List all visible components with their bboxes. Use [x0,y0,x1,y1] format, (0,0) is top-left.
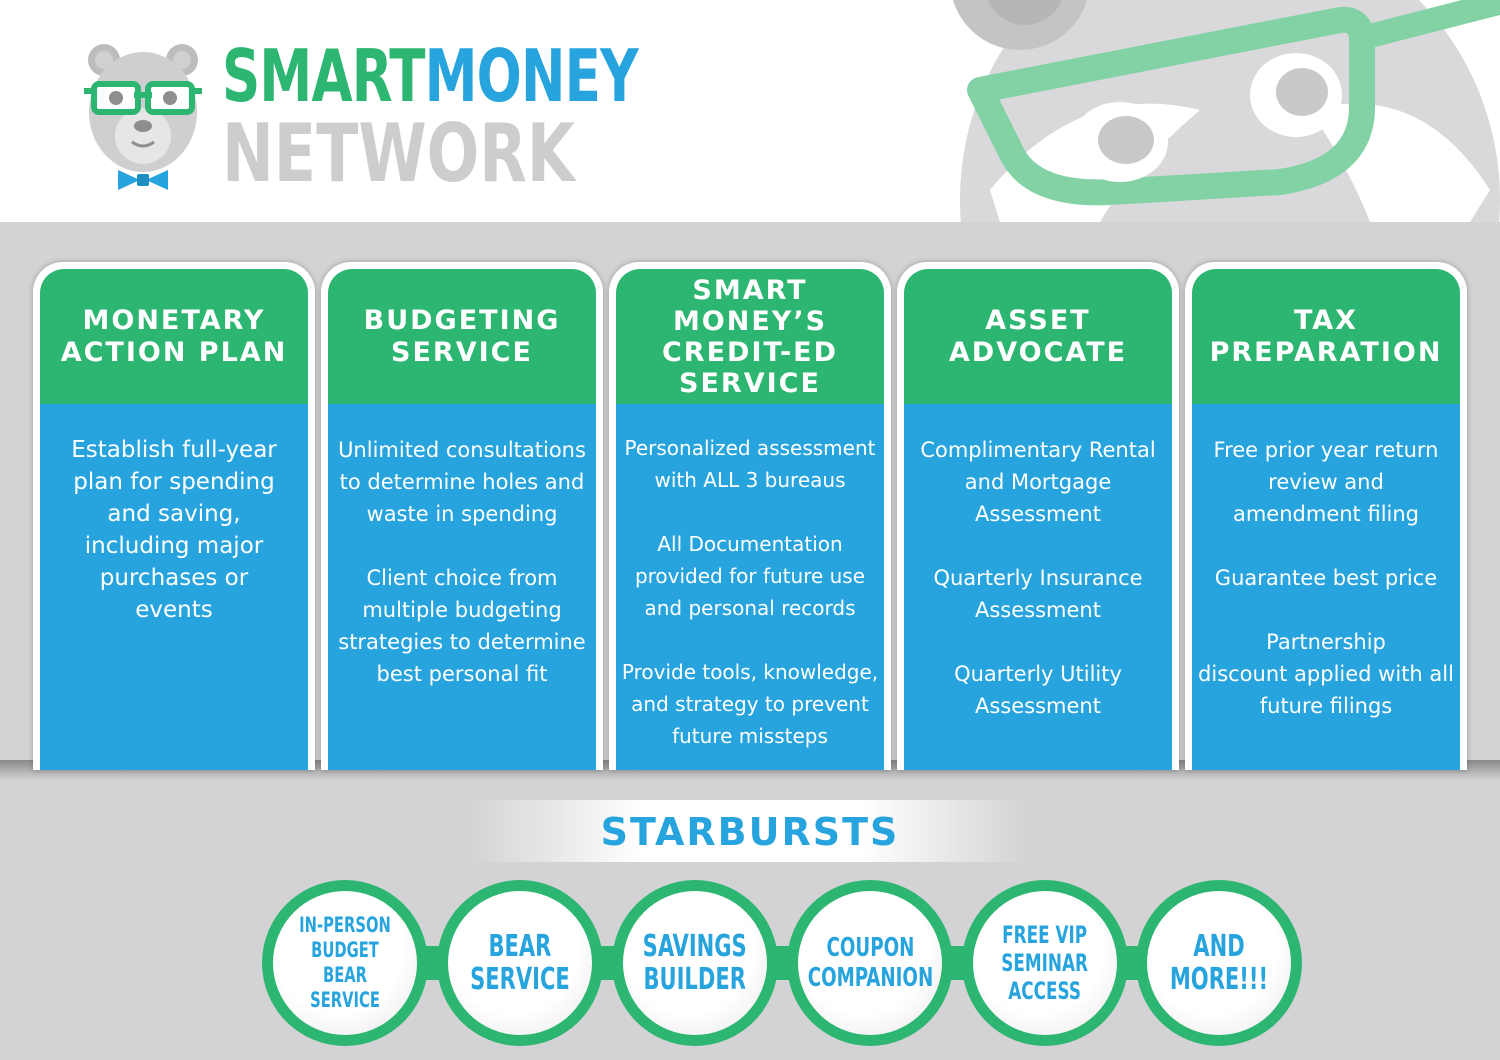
card-title: SMART MONEY’S CREDIT-ED SERVICE [661,274,839,399]
bear-mascot-illustration [952,0,1500,222]
starburst-label: BEAR SERVICE [470,929,570,997]
starburst-label: FREE VIP SEMINAR ACCESS [1001,921,1089,1005]
brand-logo-text: SMARTMONEY NETWORK [222,40,729,194]
starburst-and-more: AND MORE!!! [1136,880,1302,1046]
card-tax-preparation: TAX PREPARATION Free prior year return r… [1185,262,1467,770]
card-text: Free prior year return review and amendm… [1213,438,1439,526]
card-title: TAX PREPARATION [1209,304,1443,368]
starburst-free-vip-seminar-access: FREE VIP SEMINAR ACCESS [962,880,1128,1046]
card-text: Complimentary Rental and Mortgage Assess… [920,438,1156,526]
brand-money: MONEY [424,34,639,118]
card-title: MONETARY ACTION PLAN [60,304,288,368]
starbursts-title: STARBURSTS [600,810,900,854]
starburst-label: IN-PERSON BUDGET BEAR SERVICE [299,913,391,1012]
logo-bear-icon [84,44,202,190]
starburst-label: SAVINGS BUILDER [642,929,748,997]
card-text: Provide tools, knowledge, and strategy t… [621,660,879,748]
starburst-bear-service: BEAR SERVICE [437,880,603,1046]
starburst-in-person-budget-bear-service: IN-PERSON BUDGET BEAR SERVICE [262,880,428,1046]
card-title: ASSET ADVOCATE [948,304,1128,368]
header: SMARTMONEY NETWORK [0,0,1500,222]
card-credit-ed-service: SMART MONEY’S CREDIT-ED SERVICE Personal… [609,262,891,770]
starburst-savings-builder: SAVINGS BUILDER [612,880,778,1046]
starburst-label: COUPON COMPANION [807,933,933,993]
card-text: Guarantee best price [1214,566,1438,590]
card-text: Establish full-year plan for spending an… [71,437,277,623]
card-asset-advocate: ASSET ADVOCATE Complimentary Rental and … [897,262,1179,770]
brand-network: NETWORK [222,107,575,200]
card-budgeting-service: BUDGETING SERVICE Unlimited consultation… [321,262,603,770]
starbursts-title-banner: STARBURSTS [470,800,1030,862]
card-text: Quarterly Insurance Assessment [933,566,1143,622]
card-text: Client choice from multiple budgeting st… [338,566,586,686]
card-text: All Documentation provided for future us… [634,532,866,620]
starbursts-row: IN-PERSON BUDGET BEAR SERVICE BEAR SERVI… [262,880,1302,1046]
card-text: Unlimited consultations to determine hol… [338,438,586,526]
card-title: BUDGETING SERVICE [363,304,561,368]
card-text: Quarterly Utility Assessment [954,662,1122,718]
service-cards: MONETARY ACTION PLAN Establish full-year… [33,262,1473,772]
card-monetary-action-plan: MONETARY ACTION PLAN Establish full-year… [33,262,315,770]
card-text: Personalized assessment with ALL 3 burea… [624,436,876,492]
starburst-coupon-companion: COUPON COMPANION [787,880,953,1046]
brand-smart: SMART [222,34,425,118]
starburst-label: AND MORE!!! [1169,929,1269,997]
card-text: Partnership discount applied with all fu… [1198,630,1454,718]
